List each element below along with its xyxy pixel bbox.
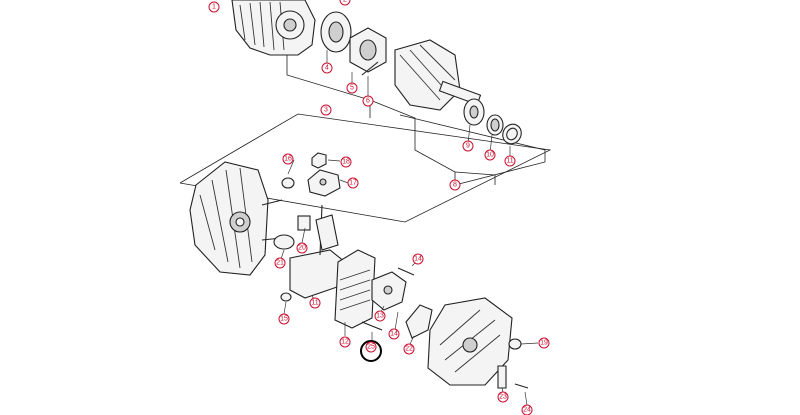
cover-nut-part bbox=[508, 338, 522, 350]
rotor-part bbox=[394, 39, 482, 111]
callout-10[interactable]: 10 bbox=[484, 149, 496, 161]
svg-text:5: 5 bbox=[350, 85, 354, 92]
svg-text:11: 11 bbox=[506, 158, 513, 165]
cover-ring-part bbox=[502, 123, 522, 145]
brush-part bbox=[297, 215, 311, 231]
svg-text:16: 16 bbox=[284, 156, 292, 163]
svg-text:21: 21 bbox=[276, 260, 284, 267]
svg-text:25: 25 bbox=[367, 344, 375, 351]
svg-text:3: 3 bbox=[324, 107, 328, 114]
rectifier-part bbox=[289, 204, 346, 299]
callout-24[interactable]: 24 bbox=[521, 404, 533, 415]
svg-text:1: 1 bbox=[212, 4, 216, 11]
regulator-screw-part bbox=[361, 321, 383, 331]
lower-assembly-outline bbox=[179, 113, 552, 223]
svg-text:12: 12 bbox=[341, 339, 349, 346]
bolt-part bbox=[514, 383, 529, 389]
callout-21[interactable]: 21 bbox=[274, 257, 286, 269]
callout-2[interactable]: 2 bbox=[339, 0, 351, 6]
callout-3[interactable]: 3 bbox=[320, 104, 332, 116]
svg-text:24: 24 bbox=[523, 407, 531, 414]
highlight-ring bbox=[360, 340, 382, 362]
svg-text:18: 18 bbox=[342, 159, 350, 166]
callout-11-lower[interactable]: 11 bbox=[309, 297, 321, 309]
callout-8[interactable]: 8 bbox=[449, 179, 461, 191]
upper-assembly-outline bbox=[286, 55, 546, 186]
svg-text:17: 17 bbox=[349, 180, 357, 187]
svg-text:6: 6 bbox=[366, 98, 370, 105]
callout-14-lower[interactable]: 14 bbox=[388, 328, 400, 340]
callout-14-upper[interactable]: 14 bbox=[412, 253, 424, 265]
callout-4[interactable]: 4 bbox=[321, 62, 333, 74]
svg-text:11: 11 bbox=[311, 300, 318, 307]
callout-6[interactable]: 6 bbox=[362, 95, 374, 107]
svg-text:4: 4 bbox=[325, 65, 329, 72]
rear-cover-part bbox=[427, 297, 513, 386]
svg-text:20: 20 bbox=[298, 245, 306, 252]
callout-5[interactable]: 5 bbox=[346, 82, 358, 94]
front-housing-part bbox=[231, 0, 316, 56]
screw-part bbox=[361, 61, 379, 76]
callout-20[interactable]: 20 bbox=[296, 242, 308, 254]
callout-1[interactable]: 1 bbox=[208, 1, 220, 13]
retainer-plate-part bbox=[349, 27, 387, 73]
svg-text:14: 14 bbox=[414, 256, 422, 263]
callout-22[interactable]: 22 bbox=[403, 343, 415, 355]
callout-16[interactable]: 16 bbox=[282, 153, 294, 165]
svg-text:13: 13 bbox=[376, 313, 384, 320]
holder-screw-part bbox=[397, 267, 415, 276]
svg-text:10: 10 bbox=[486, 152, 494, 159]
callout-9[interactable]: 9 bbox=[462, 140, 474, 152]
terminal-clip-part bbox=[497, 365, 507, 389]
callout-18[interactable]: 18 bbox=[340, 156, 352, 168]
ring-part bbox=[486, 114, 504, 136]
callout-17[interactable]: 17 bbox=[347, 177, 359, 189]
svg-text:2: 2 bbox=[343, 0, 347, 4]
nut-part bbox=[311, 152, 327, 169]
brush-holder-part bbox=[371, 271, 407, 311]
svg-text:8: 8 bbox=[453, 182, 457, 189]
washer-part bbox=[281, 177, 295, 189]
regulator-part bbox=[334, 249, 376, 329]
svg-text:19: 19 bbox=[540, 340, 548, 347]
small-washer-part bbox=[280, 292, 292, 302]
svg-text:14: 14 bbox=[390, 331, 398, 338]
svg-text:22: 22 bbox=[405, 346, 413, 353]
callout-11-upper[interactable]: 11 bbox=[504, 155, 516, 167]
callout-15[interactable]: 15 bbox=[278, 313, 290, 325]
svg-text:15: 15 bbox=[280, 316, 288, 323]
callout-19[interactable]: 19 bbox=[538, 337, 550, 349]
svg-text:23: 23 bbox=[499, 394, 507, 401]
insulator-part bbox=[273, 234, 295, 250]
callout-25[interactable]: 25 bbox=[365, 341, 377, 353]
rear-bearing-part bbox=[463, 98, 485, 126]
callout-23[interactable]: 23 bbox=[497, 391, 509, 403]
callout-12[interactable]: 12 bbox=[339, 336, 351, 348]
svg-text:9: 9 bbox=[466, 143, 470, 150]
rear-housing-part bbox=[189, 161, 283, 276]
terminal-bolt-part bbox=[307, 169, 341, 197]
bearing-part bbox=[320, 11, 352, 53]
cap-part bbox=[405, 304, 433, 339]
callout-13[interactable]: 13 bbox=[374, 310, 386, 322]
